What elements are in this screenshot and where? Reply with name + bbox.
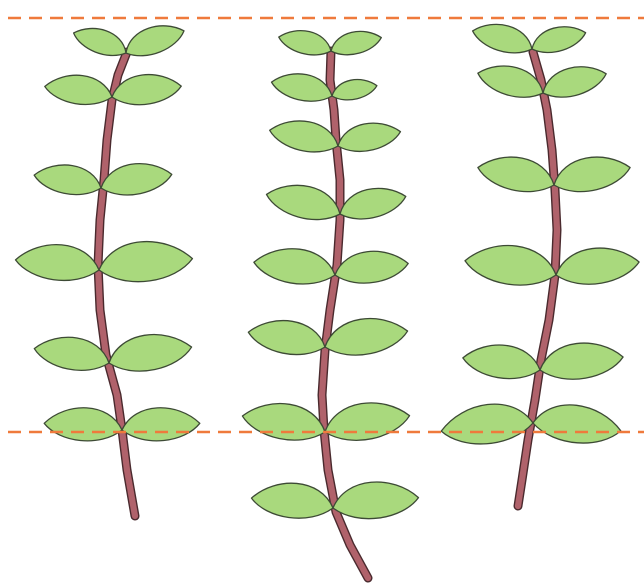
leaf	[98, 159, 174, 199]
leaf	[475, 151, 558, 197]
leaf	[463, 241, 559, 289]
stem-outline	[98, 52, 135, 516]
stem	[98, 52, 135, 516]
plant-middle	[240, 26, 420, 578]
leaf	[322, 313, 410, 360]
leaf	[322, 397, 412, 445]
leaf	[263, 178, 344, 225]
plants-layer	[14, 18, 641, 578]
leaf	[252, 245, 337, 288]
leaf	[43, 72, 114, 108]
plant-left	[14, 18, 200, 516]
leaf	[531, 400, 623, 449]
leaf	[240, 398, 328, 445]
leaf	[14, 242, 100, 283]
leaf	[461, 341, 542, 382]
leaf	[121, 406, 200, 442]
leaf	[276, 26, 334, 60]
leaf	[333, 248, 410, 287]
leaf	[438, 399, 535, 450]
leaf	[554, 244, 641, 288]
leaf	[470, 18, 537, 58]
leaf	[269, 69, 335, 106]
leaf	[336, 182, 408, 224]
leaf	[335, 118, 403, 156]
leaf	[328, 27, 383, 59]
leaf	[97, 238, 194, 284]
leaf	[32, 160, 103, 198]
leaf	[330, 76, 379, 103]
leaf	[44, 406, 123, 442]
leaf	[121, 18, 188, 62]
leaf	[539, 60, 610, 103]
leaf	[106, 329, 194, 376]
leaf	[250, 480, 334, 520]
leaf	[331, 479, 419, 521]
leaf	[267, 115, 341, 156]
leaf	[550, 151, 633, 197]
leaf	[246, 315, 328, 359]
leaf	[538, 339, 625, 383]
